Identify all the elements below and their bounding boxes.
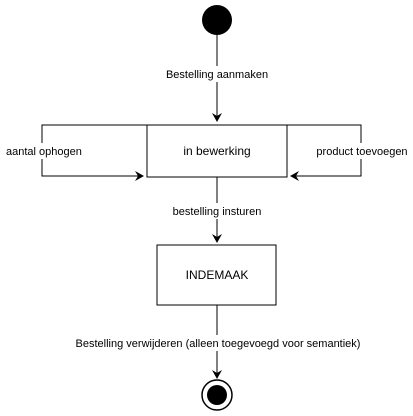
state-in-bewerking[interactable]: [146, 124, 288, 178]
edge-label-submit-order: bestelling insturen: [173, 206, 262, 218]
initial-state-node[interactable]: [202, 5, 232, 35]
final-state-node[interactable]: [201, 379, 233, 411]
state-indemaak-label: INDEMAAK: [186, 268, 249, 282]
edge-label-add-product: product toevoegen: [316, 146, 407, 158]
state-indemaak[interactable]: [156, 244, 277, 306]
state-in-bewerking-label: in bewerking: [183, 144, 250, 158]
edge-label-delete-order: Bestelling verwijderen (alleen toegevoeg…: [76, 338, 361, 350]
edge-label-increase-quantity: aantal ophogen: [6, 146, 82, 158]
edge-label-create-order: Bestelling aanmaken: [166, 69, 268, 81]
